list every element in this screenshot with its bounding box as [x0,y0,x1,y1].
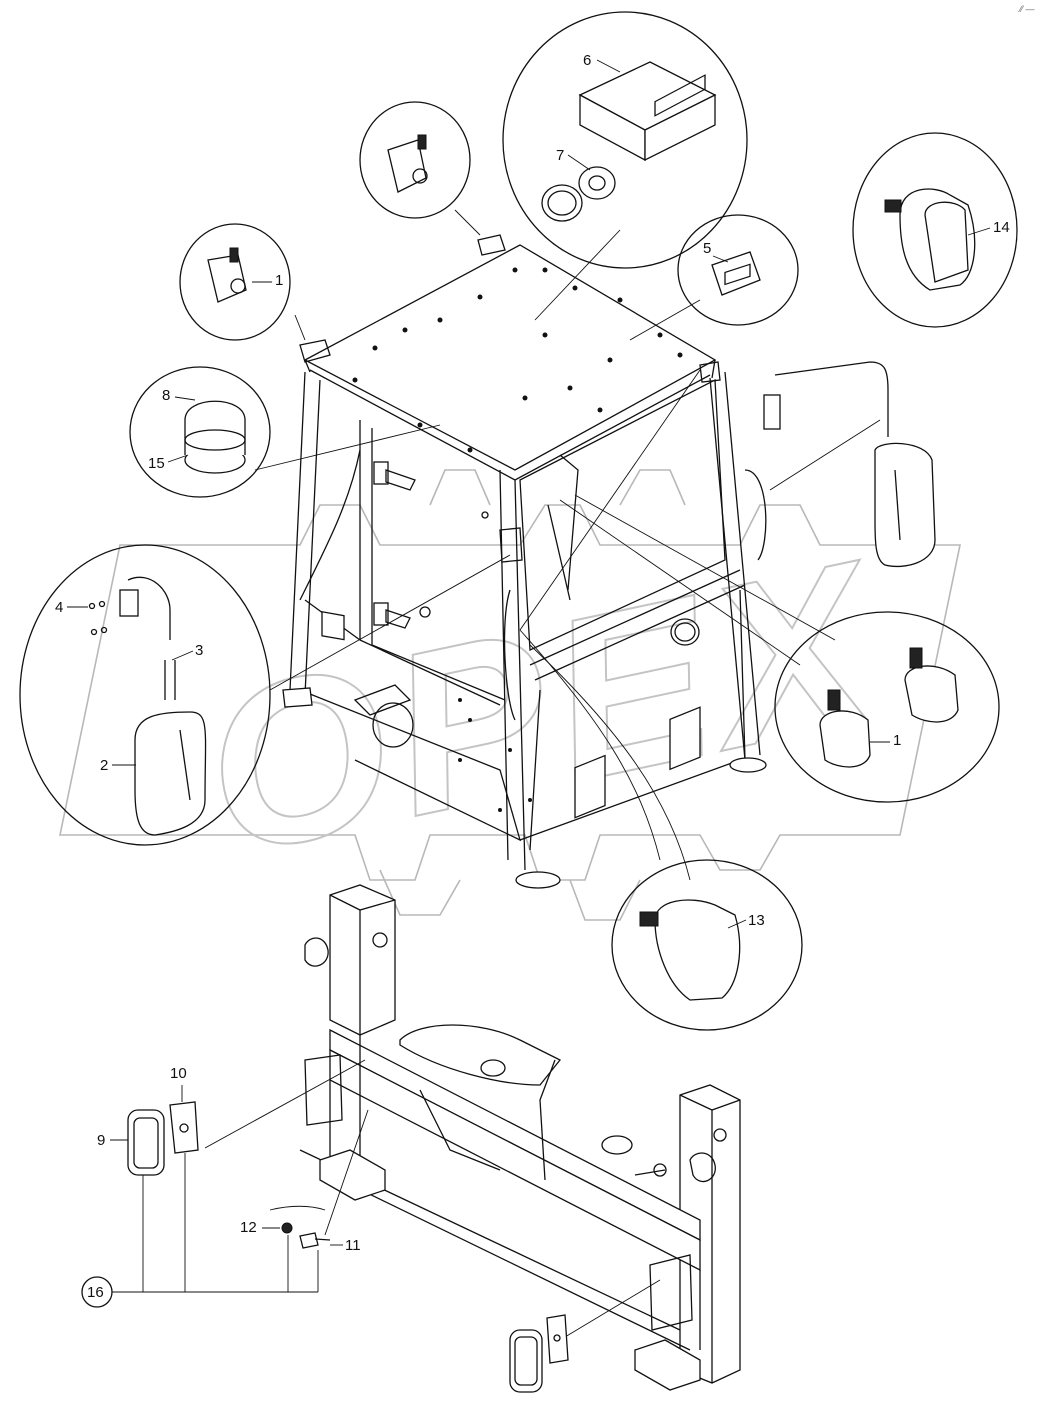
callout-5: 5 [703,240,711,257]
washer-12 [281,1222,293,1234]
callout-13: 13 [748,912,765,929]
leader-lines [254,209,881,881]
callout-14: 14 [993,219,1010,236]
group-16-lines [81,1153,319,1308]
callout-1-right: 1 [893,732,901,749]
detail-bubble-1-left [179,223,291,341]
detail-bubble-top [359,101,471,219]
callout-3: 3 [195,642,203,659]
callout-10: 10 [170,1065,187,1082]
bracket-10 [169,1101,199,1154]
detail-bubble-radio [502,11,748,269]
callout-labels: 1 1 2 3 4 5 6 7 8 9 10 11 12 13 14 15 16 [55,52,1010,1301]
callout-16: 16 [87,1284,104,1301]
callout-2: 2 [100,757,108,774]
corner-mark: ⁄⁄ — [1018,4,1035,14]
detail-bubble-mirror-left [19,544,271,846]
callout-8: 8 [162,387,170,404]
detail-bubble-switch [677,214,799,326]
frame-assembly [299,884,741,1391]
watermark-text: OPEX [184,511,903,904]
callout-7: 7 [556,147,564,164]
detail-bubble-14 [852,132,1018,328]
side-marker-lower [509,1314,569,1393]
callout-1: 1 [275,272,283,289]
side-marker-9 [127,1109,165,1176]
detail-bubble-1-right [774,611,1000,803]
detail-bubble-13 [611,859,803,1031]
detail-bubble-beacon [129,366,271,498]
frame-leader-lines [204,1059,661,1341]
callout-11: 11 [345,1237,361,1254]
callout-9: 9 [97,1132,105,1149]
callout-6: 6 [583,52,591,69]
cab-assembly [282,234,767,889]
callout-15: 15 [148,455,165,472]
watermark-logo: OPEX [59,469,961,921]
mirror-right [763,361,936,568]
callout-12: 12 [240,1219,257,1236]
bolt-11 [299,1232,331,1249]
callout-4: 4 [55,599,63,616]
